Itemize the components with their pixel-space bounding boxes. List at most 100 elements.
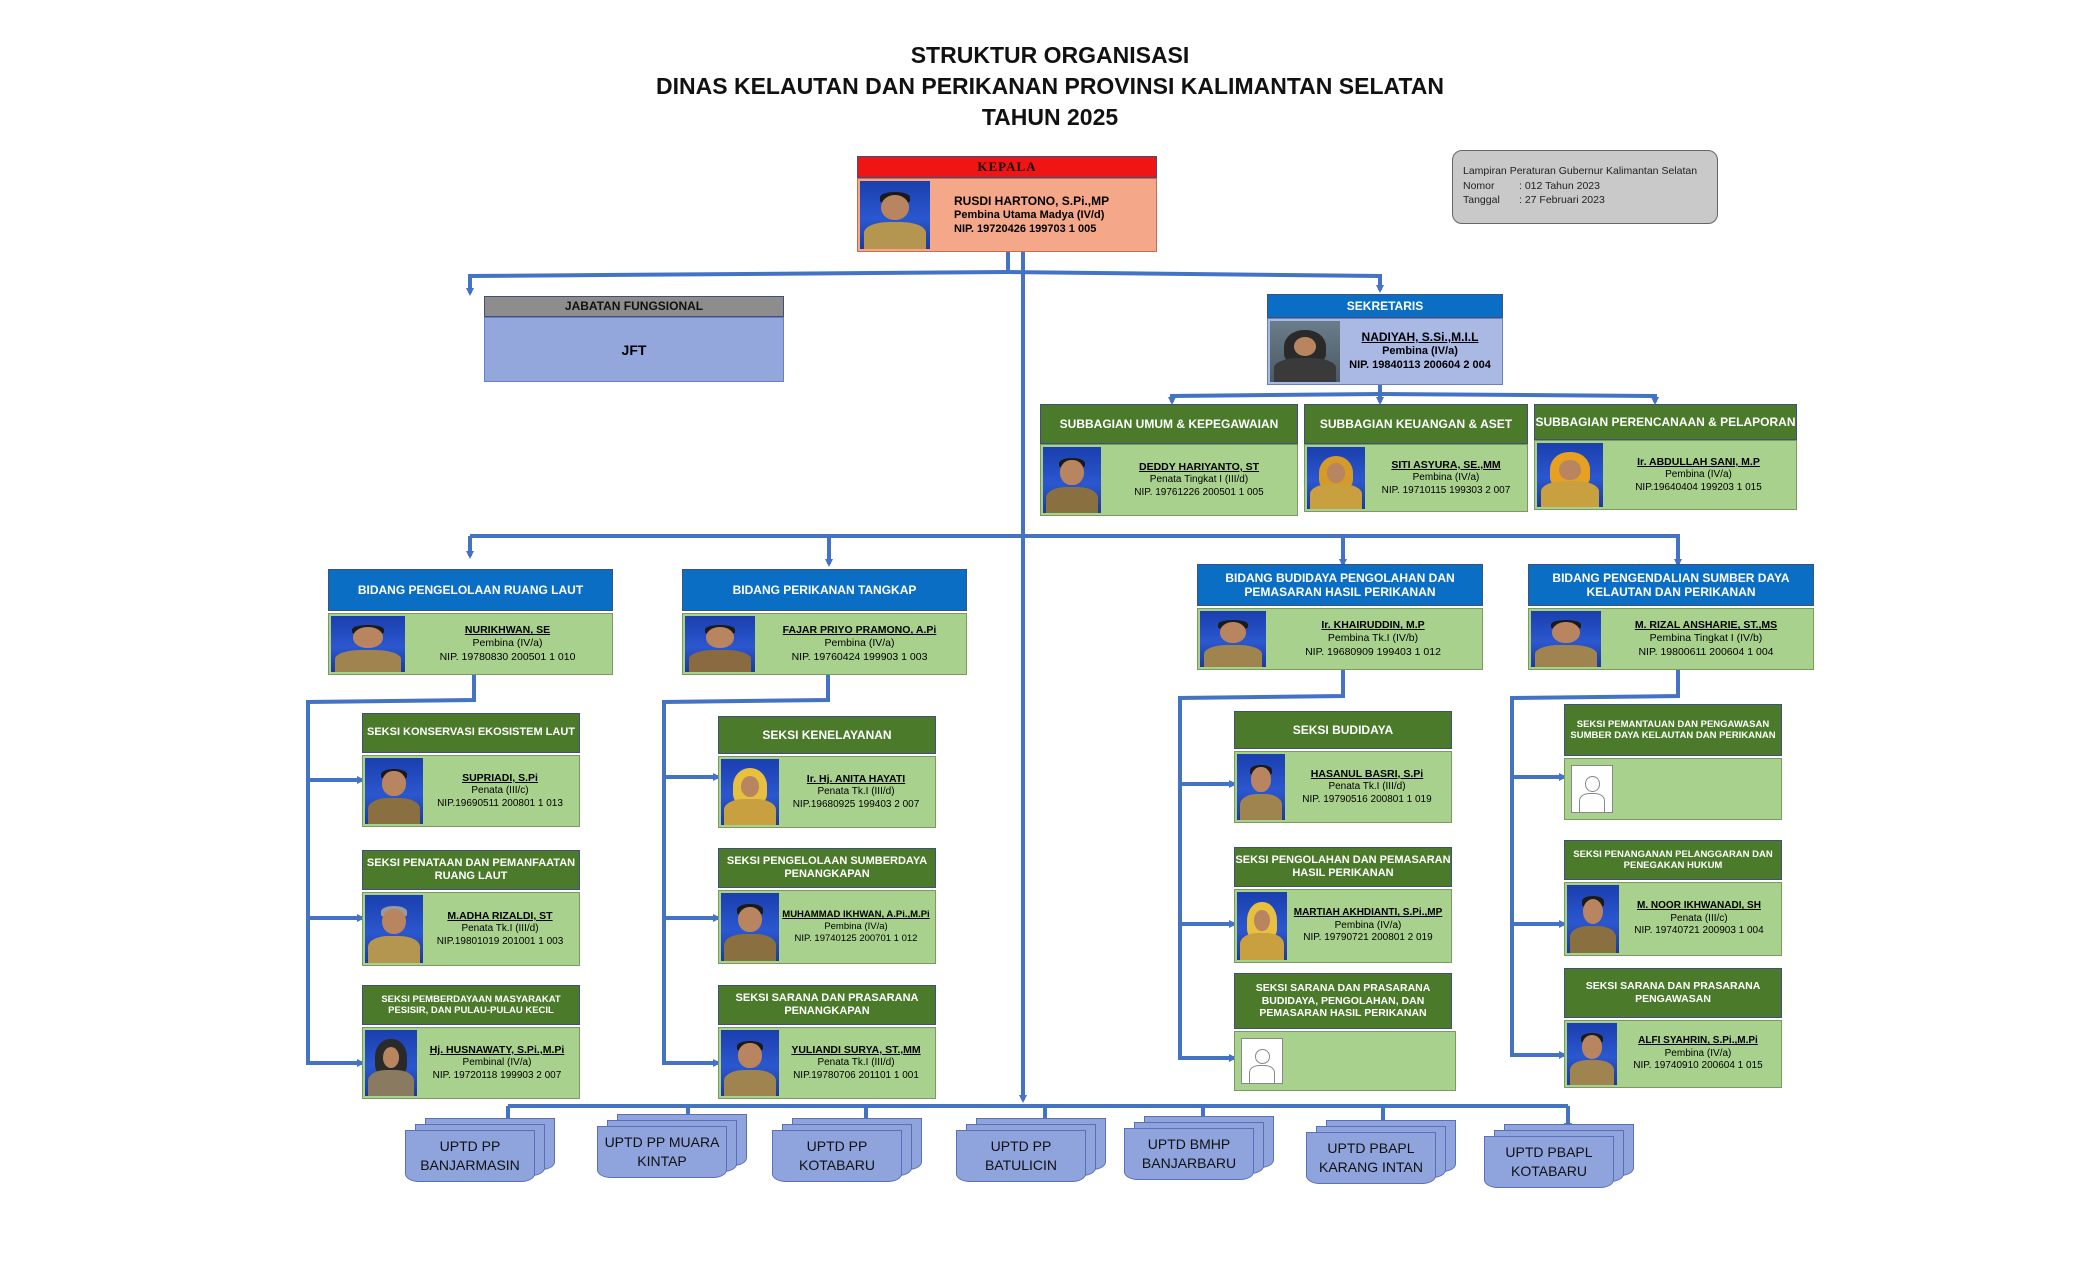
sekretaris-name: NADIYAH, S.Si.,M.I.L (1361, 330, 1479, 345)
uptd-line1: UPTD BMHP (1147, 1136, 1231, 1153)
chart-title-line1: STRUKTUR ORGANISASI (910, 42, 1190, 68)
note-nomor-value: : 012 Tahun 2023 (1519, 179, 1600, 192)
seksi-kenelayanan-name: Ir. Hj. ANITA HAYATI (806, 772, 906, 785)
note-nomor-label: Nomor (1463, 179, 1495, 192)
subbagian-perencanaan-card: Ir. ABDULLAH SANI, M.P Pembina (IV/a) NI… (1534, 440, 1797, 510)
kepala-rank: Pembina Utama Madya (IV/d) (954, 208, 1105, 221)
seksi-sarana-penangkapan-header: SEKSI SARANA DAN PRASARANA PENANGKAPAN (718, 985, 936, 1025)
seksi-konservasi-rank: Penata (III/c) (471, 785, 529, 797)
subbagian-keuangan-card: SITI ASYURA, SE.,MM Pembina (IV/a) NIP. … (1304, 444, 1528, 512)
seksi-penataan-rank: Penata Tk.I (III/d) (461, 923, 539, 935)
person-photo (860, 181, 930, 249)
seksi-pemantauan-header: SEKSI PEMANTAUAN DAN PENGAWASAN SUMBER D… (1564, 704, 1782, 756)
note-line1: Lampiran Peraturan Gubernur Kalimantan S… (1463, 165, 1698, 177)
seksi-sarana-pengawasan-name: ALFI SYAHRIN, S.Pi.,M.Pi (1638, 1035, 1758, 1047)
bidang-ruang-laut-header: BIDANG PENGELOLAAN RUANG LAUT (328, 569, 613, 611)
uptd-line1: UPTD PBAPL (1327, 1140, 1415, 1157)
subbagian-perencanaan-nip: NIP.19640404 199203 1 015 (1635, 481, 1762, 493)
uptd-line1: UPTD PP (806, 1138, 868, 1155)
seksi-penataan-name: M.ADHA RIZALDI, ST (447, 909, 553, 922)
seksi-pengolahan-name: MARTIAH AKHDIANTI, S.Pi.,MP (1293, 907, 1443, 919)
uptd-line2: KINTAP (637, 1153, 687, 1169)
seksi-pengelolaan-sumberdaya-nip: NIP. 19740125 200701 1 012 (794, 932, 918, 944)
subbagian-keuangan-header: SUBBAGIAN KEUANGAN & ASET (1304, 404, 1528, 444)
person-photo (365, 758, 423, 824)
seksi-pemantauan-card (1564, 758, 1782, 820)
seksi-budidaya-card: HASANUL BASRI, S.Pi Penata Tk.I (III/d) … (1234, 751, 1452, 823)
uptd-line2: BANJARMASIN (420, 1157, 520, 1173)
person-photo (1237, 754, 1285, 820)
seksi-penanganan-header: SEKSI PENANGANAN PELANGGARAN DAN PENEGAK… (1564, 840, 1782, 880)
person-photo (1567, 885, 1619, 953)
seksi-pengolahan-card: MARTIAH AKHDIANTI, S.Pi.,MP Pembina (IV/… (1234, 889, 1452, 963)
uptd-pbapl-karang-intan: UPTD PBAPL KARANG INTAN (1306, 1120, 1466, 1186)
uptd-line1: UPTD PP (439, 1138, 501, 1155)
kepala-header: KEPALA (857, 156, 1157, 178)
chart-title-line2: DINAS KELAUTAN DAN PERIKANAN PROVINSI KA… (656, 73, 1444, 99)
seksi-pemberdayaan-card: Hj. HUSNAWATY, S.Pi.,M.Pi Pembinal (IV/a… (362, 1027, 580, 1099)
seksi-konservasi-header: SEKSI KONSERVASI EKOSISTEM LAUT (362, 713, 580, 753)
sekretaris-nip: NIP. 19840113 200604 2 004 (1349, 359, 1491, 371)
subbagian-umum-name: DEDDY HARIYANTO, ST (1139, 460, 1259, 473)
seksi-pemberdayaan-nip: NIP. 19720118 199903 2 007 (432, 1069, 562, 1081)
seksi-pengelolaan-sumberdaya-rank: Pembina (IV/a) (824, 921, 888, 933)
bidang-budidaya-card: Ir. KHAIRUDDIN, M.P Pembina Tk.I (IV/b) … (1197, 608, 1483, 670)
bidang-budidaya-rank: Pembina Tk.I (IV/b) (1327, 632, 1419, 645)
bidang-budidaya-nip: NIP. 19680909 199403 1 012 (1305, 645, 1441, 658)
person-photo (1307, 447, 1365, 509)
seksi-penataan-card: M.ADHA RIZALDI, ST Penata Tk.I (III/d) N… (362, 892, 580, 966)
bidang-perikanan-tangkap-rank: Pembina (IV/a) (824, 637, 895, 650)
person-photo (685, 616, 755, 672)
bidang-pengendalian-nip: NIP. 19800611 200604 1 004 (1638, 645, 1774, 658)
subbagian-perencanaan-header: SUBBAGIAN PERENCANAAN & PELAPORAN (1534, 404, 1797, 440)
note-tanggal-label: Tanggal (1463, 194, 1500, 206)
uptd-line2: KARANG INTAN (1319, 1159, 1423, 1175)
subbagian-keuangan-rank: Pembina (IV/a) (1412, 472, 1480, 484)
seksi-pengelolaan-sumberdaya-header: SEKSI PENGELOLAAN SUMBERDAYA PENANGKAPAN (718, 848, 936, 888)
sekretaris-header: SEKRETARIS (1267, 294, 1503, 318)
person-photo (1270, 321, 1340, 382)
seksi-penanganan-rank: Penata (III/c) (1670, 912, 1728, 924)
note-tanggal-value: : 27 Februari 2023 (1519, 194, 1605, 206)
chart-title-line3: TAHUN 2025 (981, 104, 1119, 130)
seksi-pemberdayaan-rank: Pembinal (IV/a) (462, 1057, 532, 1069)
seksi-kenelayanan-nip: NIP.19680925 199403 2 007 (792, 798, 920, 810)
seksi-sarana-penangkapan-rank: Penata Tk.I (III/d) (817, 1057, 895, 1069)
seksi-pengelolaan-sumberdaya-card: MUHAMMAD IKHWAN, A.Pi.,M.Pi Pembina (IV/… (718, 890, 936, 964)
jft-box: JFT (484, 317, 784, 382)
bidang-ruang-laut-card: NURIKHWAN, SE Pembina (IV/a) NIP. 197808… (328, 613, 613, 675)
person-photo (721, 893, 779, 961)
seksi-pengolahan-nip: NIP. 19790721 200801 2 019 (1303, 932, 1433, 944)
seksi-konservasi-name: SUPRIADI, S.Pi (462, 771, 538, 784)
uptd-line2: KOTABARU (1511, 1163, 1587, 1179)
bidang-pengendalian-card: M. RIZAL ANSHARIE, ST.,MS Pembina Tingka… (1528, 608, 1814, 670)
bidang-pengendalian-rank: Pembina Tingkat I (IV/b) (1649, 632, 1763, 645)
bidang-budidaya-header: BIDANG BUDIDAYA PENGOLAHAN DAN PEMASARAN… (1197, 564, 1483, 606)
uptd-line2: BATULICIN (984, 1157, 1058, 1173)
subbagian-umum-header: SUBBAGIAN UMUM & KEPEGAWAIAN (1040, 404, 1298, 444)
subbagian-umum-nip: NIP. 19761226 200501 1 005 (1134, 486, 1264, 498)
seksi-pengelolaan-sumberdaya-name: MUHAMMAD IKHWAN, A.Pi.,M.Pi (782, 909, 930, 921)
seksi-sarana-budidaya-card (1234, 1031, 1456, 1091)
person-photo (1200, 611, 1266, 667)
person-photo (1537, 443, 1603, 507)
seksi-sarana-penangkapan-card: YULIANDI SURYA, ST.,MM Penata Tk.I (III/… (718, 1027, 936, 1099)
kepala-card: RUSDI HARTONO, S.Pi.,MP Pembina Utama Ma… (857, 178, 1157, 252)
subbagian-keuangan-nip: NIP. 19710115 199303 2 007 (1381, 484, 1511, 496)
bidang-ruang-laut-name: NURIKHWAN, SE (464, 624, 551, 637)
seksi-kenelayanan-header: SEKSI KENELAYANAN (718, 716, 936, 754)
kepala-nip: NIP. 19720426 199703 1 005 (954, 222, 1097, 235)
seksi-budidaya-rank: Penata Tk.I (III/d) (1328, 781, 1406, 793)
seksi-budidaya-nip: NIP. 19790516 200801 1 019 (1302, 793, 1432, 805)
seksi-penataan-header: SEKSI PENATAAN DAN PEMANFAATAN RUANG LAU… (362, 850, 580, 890)
person-placeholder-icon (1571, 765, 1613, 813)
seksi-kenelayanan-card: Ir. Hj. ANITA HAYATI Penata Tk.I (III/d)… (718, 756, 936, 828)
seksi-sarana-penangkapan-name: YULIANDI SURYA, ST.,MM (791, 1043, 921, 1056)
subbagian-perencanaan-name: Ir. ABDULLAH SANI, M.P (1637, 455, 1760, 468)
seksi-penanganan-card: M. NOOR IKHWANADI, SH Penata (III/c) NIP… (1564, 882, 1782, 956)
seksi-sarana-pengawasan-header: SEKSI SARANA DAN PRASARANA PENGAWASAN (1564, 968, 1782, 1018)
